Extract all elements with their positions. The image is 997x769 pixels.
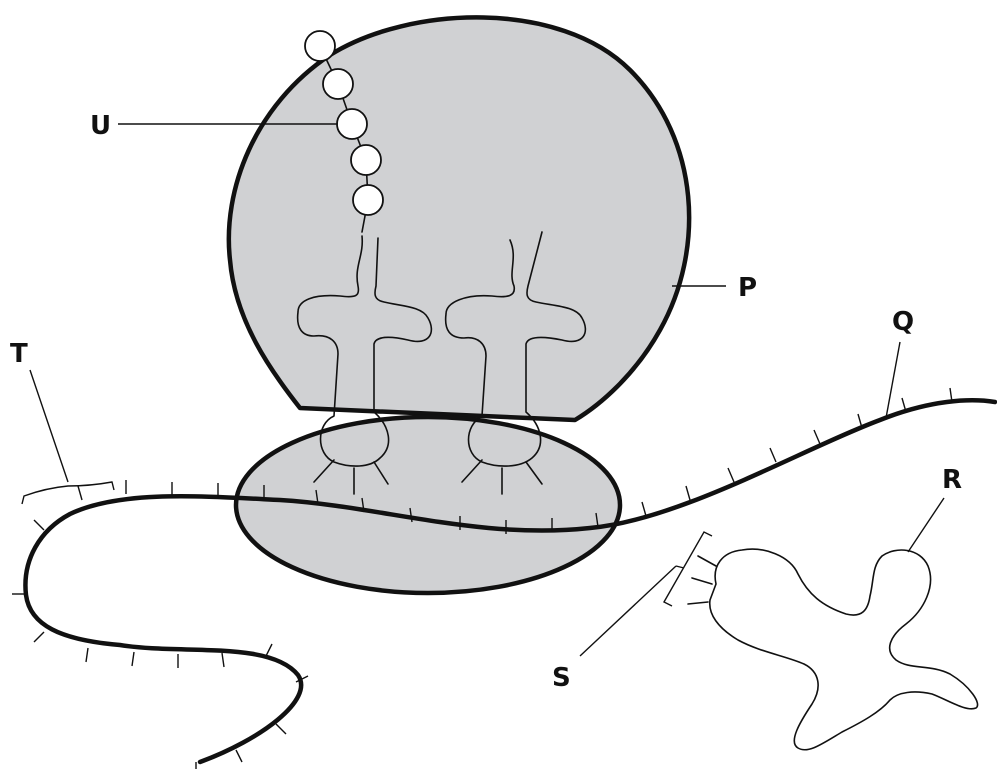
bracket-t xyxy=(22,482,114,504)
mrna-tick xyxy=(728,468,734,482)
mrna-tick xyxy=(266,644,272,656)
leader-q xyxy=(886,342,900,418)
mrna-tick xyxy=(78,486,82,500)
bracket-s xyxy=(664,532,712,606)
label-q: Q xyxy=(892,307,914,337)
amino-acid-bead xyxy=(305,31,335,61)
label-t: T xyxy=(10,339,28,369)
ribosome-large-subunit xyxy=(229,17,689,420)
free-trna xyxy=(688,549,978,750)
leader-s xyxy=(580,566,676,656)
label-s: S xyxy=(552,663,571,693)
mrna-tick xyxy=(34,520,44,530)
mrna-tick xyxy=(642,502,646,516)
label-u: U xyxy=(90,111,111,141)
ribosome-small-subunit xyxy=(236,417,620,593)
label-r: R xyxy=(942,465,962,495)
mrna-tick xyxy=(814,430,820,444)
mrna-tick xyxy=(132,652,134,666)
leader-t xyxy=(30,370,68,482)
label-p: P xyxy=(738,273,757,303)
mrna-tick xyxy=(222,653,224,667)
amino-acid-bead xyxy=(353,185,383,215)
leader-r xyxy=(908,498,944,552)
mrna-tick xyxy=(770,448,776,462)
mrna-tick xyxy=(686,486,690,500)
amino-acid-bead xyxy=(323,69,353,99)
mrna-tick xyxy=(86,648,88,662)
mrna-tick xyxy=(34,632,44,642)
amino-acid-bead xyxy=(337,109,367,139)
amino-acid-bead xyxy=(351,145,381,175)
mrna-tick xyxy=(276,724,286,734)
mrna-tick xyxy=(236,750,242,762)
